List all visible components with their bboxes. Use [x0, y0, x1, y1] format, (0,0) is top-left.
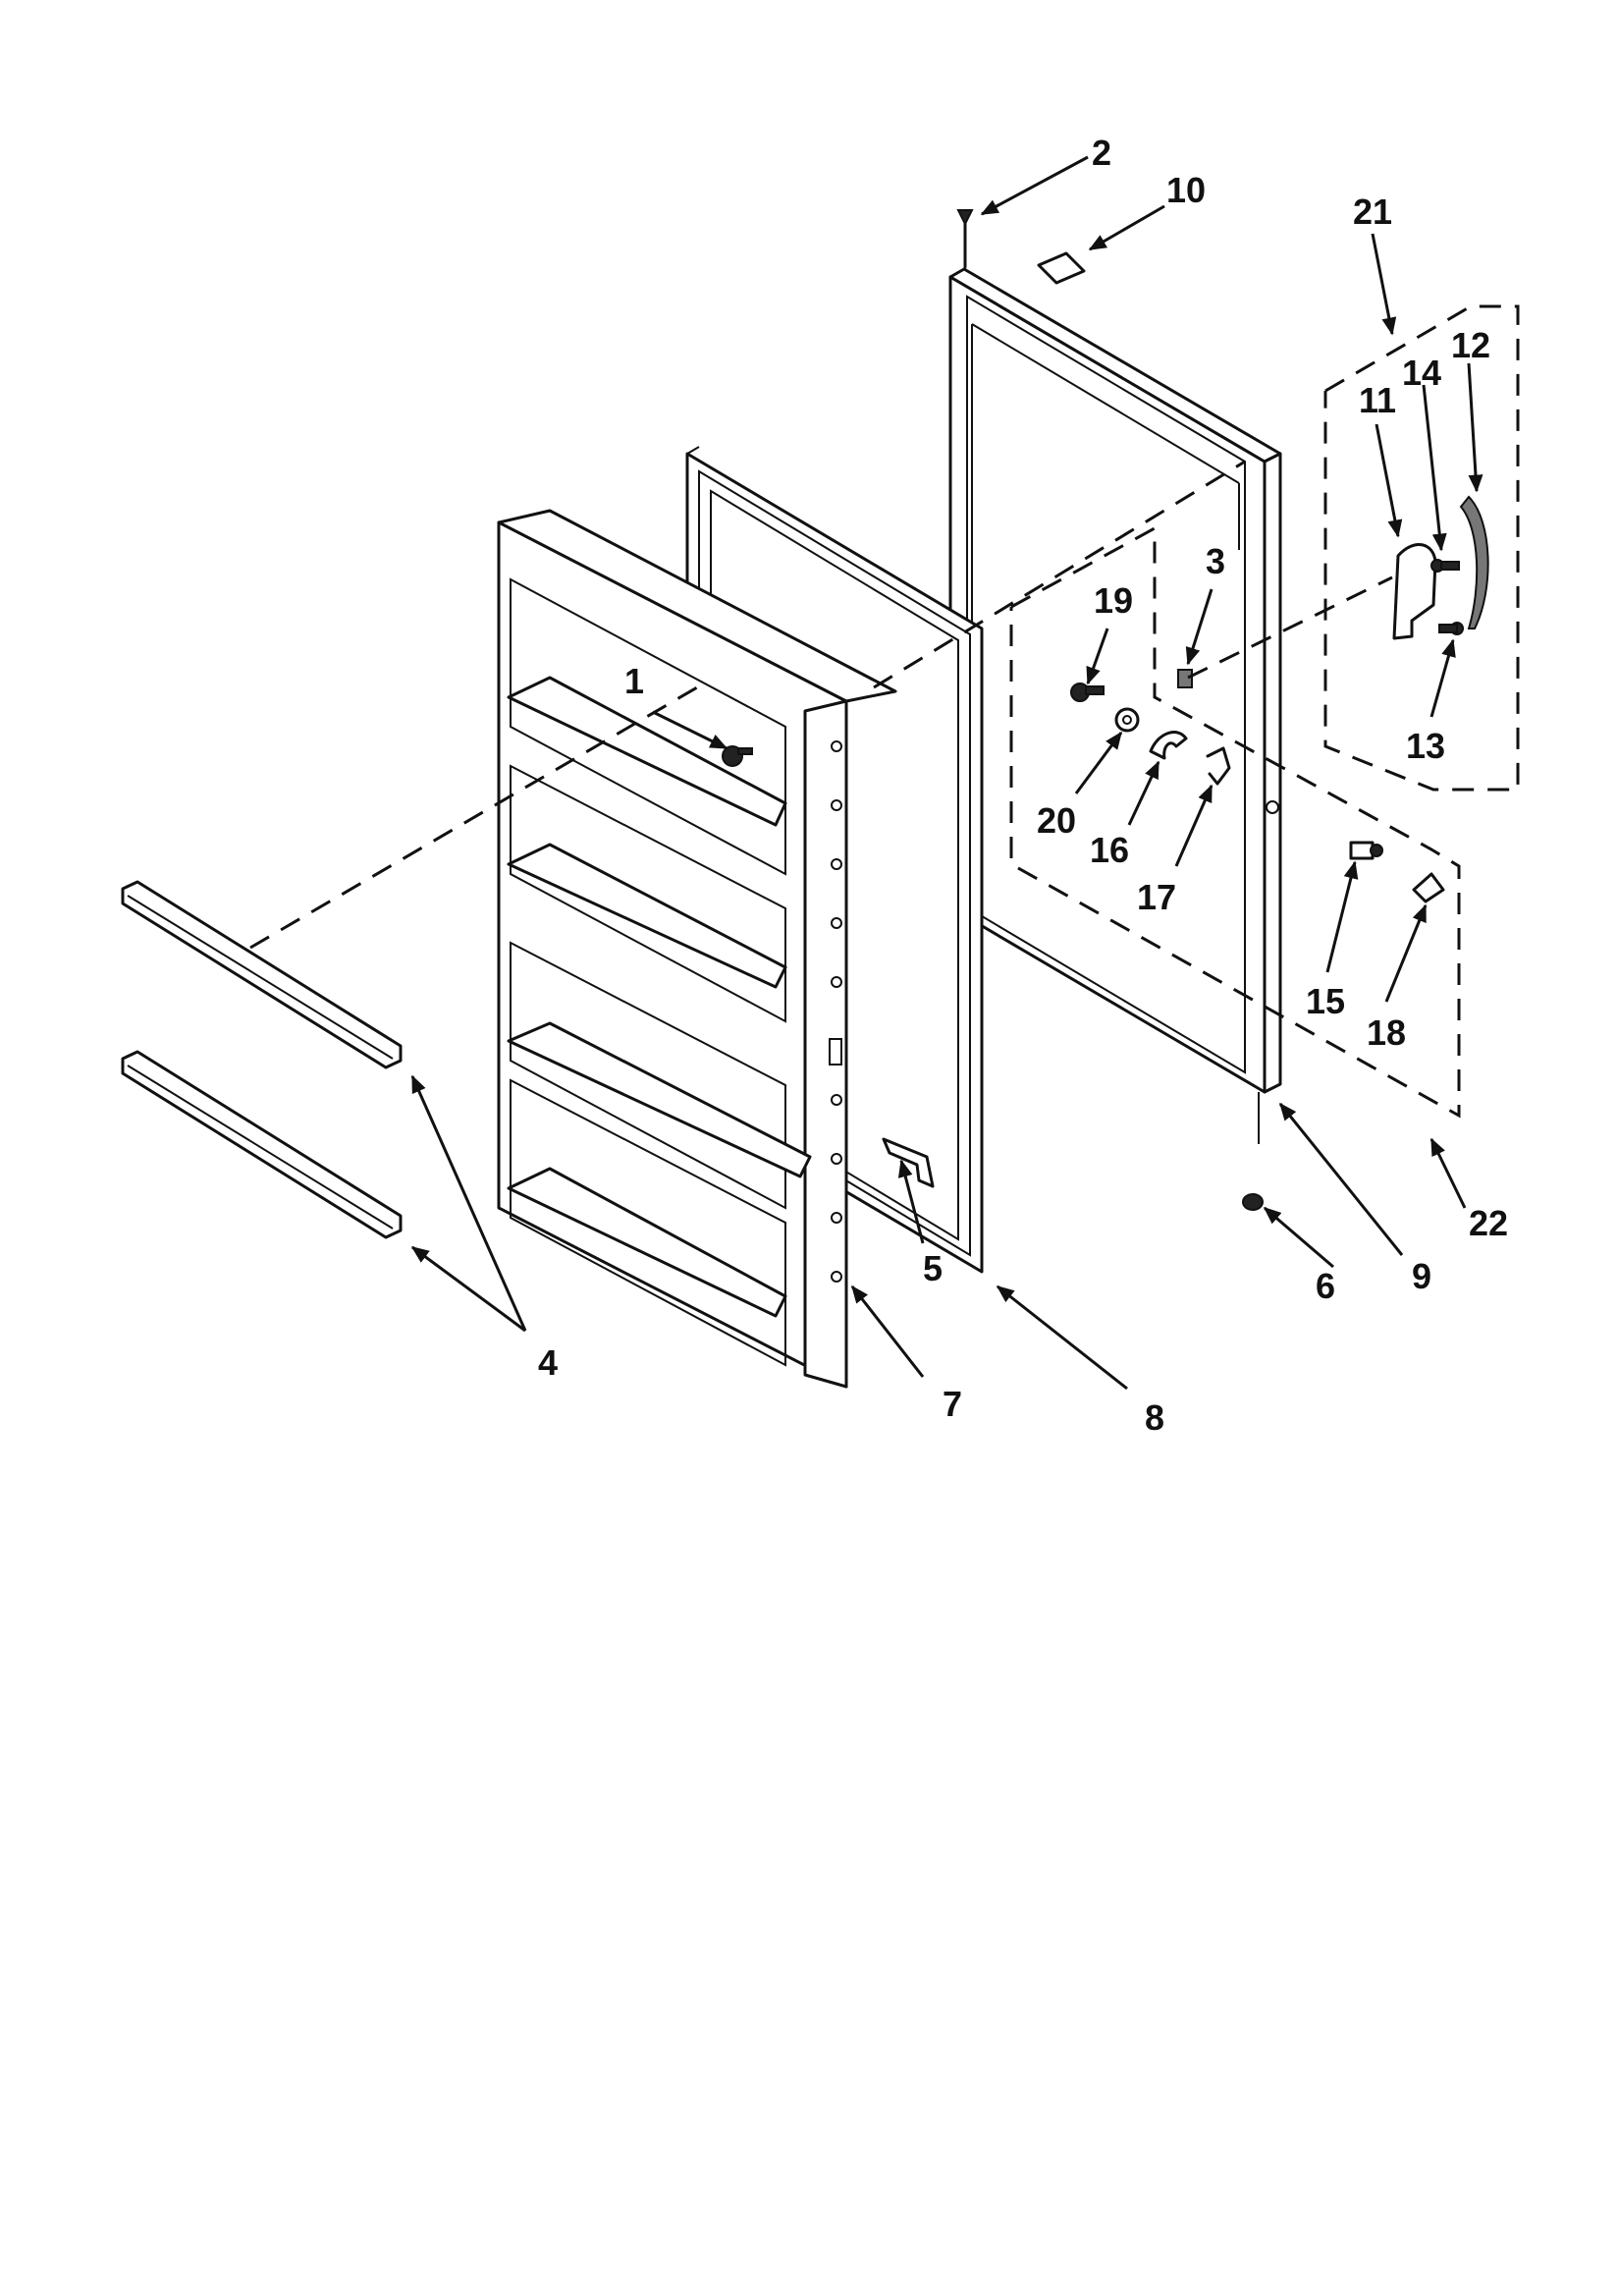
leader-2	[980, 155, 1089, 216]
assembly-guides	[249, 304, 1520, 1119]
callout-labels: 1 2 3 4 5 6 7 8 9 10 11 12 13 14 15 16 1…	[538, 133, 1508, 1438]
callout-11: 11	[1359, 380, 1396, 420]
callout-8: 8	[1145, 1397, 1164, 1438]
leader-6	[1263, 1206, 1334, 1269]
leader-20	[1074, 731, 1123, 794]
leader-16	[1127, 760, 1160, 826]
callout-21: 21	[1353, 191, 1392, 232]
callout-16: 16	[1090, 830, 1129, 870]
outer-door-panel	[948, 267, 1282, 1144]
leader-15	[1325, 860, 1359, 973]
leader-12	[1467, 362, 1483, 493]
callout-10: 10	[1166, 170, 1206, 210]
leader-5	[897, 1159, 925, 1244]
leader-9	[1278, 1102, 1404, 1256]
leader-1	[652, 710, 728, 750]
leader-lines	[410, 155, 1483, 1391]
leader-8	[996, 1285, 1128, 1391]
callout-18: 18	[1367, 1012, 1406, 1053]
callout-17: 17	[1137, 877, 1176, 917]
callout-22: 22	[1469, 1203, 1508, 1243]
callout-15: 15	[1306, 981, 1345, 1021]
callout-14: 14	[1402, 353, 1441, 393]
callout-19: 19	[1094, 580, 1133, 621]
callout-2: 2	[1092, 133, 1111, 173]
small-parts	[722, 209, 1489, 1211]
callout-12: 12	[1451, 325, 1490, 365]
callout-3: 3	[1206, 541, 1225, 581]
callout-7: 7	[943, 1384, 962, 1424]
callout-9: 9	[1412, 1256, 1431, 1296]
leader-19	[1086, 628, 1109, 685]
shelf-liner	[497, 509, 897, 1389]
leader-14	[1422, 384, 1447, 552]
callout-4: 4	[538, 1342, 558, 1383]
leader-4a	[410, 1074, 527, 1332]
leader-17	[1174, 784, 1214, 867]
leader-3	[1185, 588, 1214, 666]
leader-21	[1371, 233, 1397, 336]
callout-13: 13	[1406, 726, 1445, 766]
leader-13	[1429, 638, 1456, 718]
callout-20: 20	[1037, 800, 1076, 841]
leader-18	[1384, 903, 1428, 1003]
callout-1: 1	[624, 661, 644, 701]
callout-6: 6	[1316, 1266, 1335, 1306]
leader-7	[850, 1285, 925, 1378]
leader-4b	[410, 1245, 526, 1333]
callout-5: 5	[923, 1248, 943, 1288]
shelf-rails	[121, 880, 403, 1239]
leader-11	[1375, 423, 1403, 538]
leader-10	[1088, 204, 1165, 251]
leader-22	[1429, 1137, 1467, 1209]
